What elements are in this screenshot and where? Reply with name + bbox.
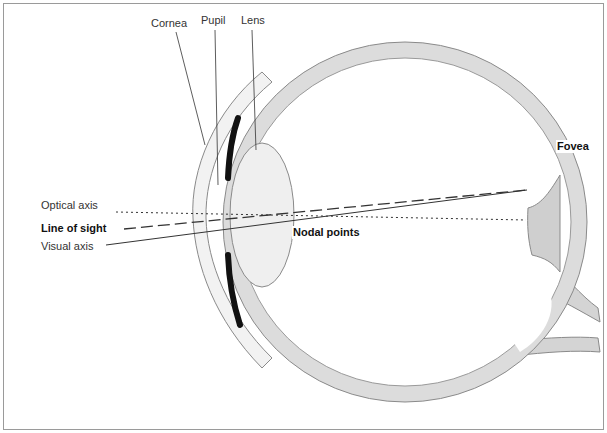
leader-line [252, 30, 256, 150]
part-label: Lens [240, 14, 266, 27]
part-label: Visual axis [40, 240, 94, 253]
frame [4, 4, 604, 430]
part-label: Line of sight [40, 222, 107, 235]
part-label: Cornea [150, 17, 188, 30]
part-label: Optical axis [40, 199, 99, 212]
part-label: Nodal points [292, 226, 361, 239]
part-label: Fovea [556, 140, 590, 153]
part-label: Pupil [200, 14, 226, 27]
iris [228, 255, 240, 325]
leader-line [176, 32, 205, 145]
sclera [223, 42, 587, 402]
leader-line [215, 30, 218, 185]
line-of-sight-line [124, 190, 527, 229]
iris [228, 118, 238, 178]
fovea [528, 175, 560, 272]
optical-axis-line [116, 212, 526, 220]
visual-axis-line [106, 190, 527, 245]
optic-disc [512, 285, 552, 352]
